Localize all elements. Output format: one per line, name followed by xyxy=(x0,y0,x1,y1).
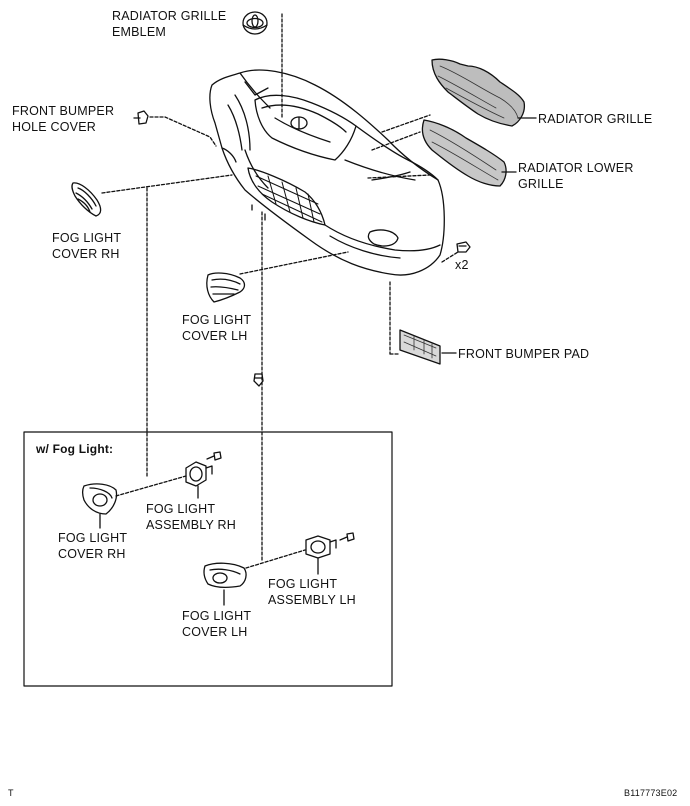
fog-light-cover-lh-top-part xyxy=(206,272,246,303)
label-line: FOG LIGHT xyxy=(268,577,338,591)
inset-title: w/ Fog Light: xyxy=(36,441,113,457)
radiator-lower-grille-label: RADIATOR LOWER GRILLE xyxy=(518,160,634,192)
radiator-lower-grille-part xyxy=(421,119,507,187)
radiator-grille-label: RADIATOR GRILLE xyxy=(538,111,652,127)
label-line: EMBLEM xyxy=(112,25,166,39)
label-line: x2 xyxy=(455,258,469,272)
fog-light-assembly-lh-part xyxy=(305,535,337,559)
label-line: ASSEMBLY LH xyxy=(268,593,356,607)
front-bumper-pad-label: FRONT BUMPER PAD xyxy=(458,346,589,362)
radiator-grille-leader-a xyxy=(381,114,431,133)
label-line: HOLE COVER xyxy=(12,120,96,134)
front-bumper-pad-part xyxy=(399,329,441,365)
label-line: GRILLE xyxy=(518,177,564,191)
front-bumper-hole-cover-part xyxy=(133,110,149,125)
fog-light-screw-lh xyxy=(339,532,355,542)
label-line: RADIATOR LOWER xyxy=(518,161,634,175)
label-line: COVER RH xyxy=(58,547,126,561)
label-line: RADIATOR GRILLE xyxy=(112,9,227,23)
clip-quantity-label: x2 xyxy=(455,257,469,273)
clip-leader xyxy=(441,251,459,263)
hole-cover-leader-line xyxy=(149,116,217,147)
radiator-grille-leader-b xyxy=(371,131,421,151)
fog-light-inset-box xyxy=(23,431,393,687)
label-line: T xyxy=(8,788,14,798)
fog-light-cover-rh-top-part xyxy=(71,182,102,217)
label-line: FOG LIGHT xyxy=(52,231,122,245)
fog-light-assembly-rh-part xyxy=(185,461,213,487)
fog-light-cover-lh-label: FOG LIGHT COVER LH xyxy=(182,312,251,344)
label-line: FOG LIGHT xyxy=(182,313,252,327)
radiator-grille-part xyxy=(431,58,526,127)
fog-cover-rh-leader xyxy=(101,174,233,194)
front-bumper-part xyxy=(209,69,445,276)
radiator-grille-emblem-part xyxy=(242,11,268,35)
label-line: COVER LH xyxy=(182,329,248,343)
lower-grille-leader xyxy=(367,174,431,179)
front-bumper-hole-cover-label: FRONT BUMPER HOLE COVER xyxy=(12,103,114,135)
label-line: RADIATOR GRILLE xyxy=(538,112,653,126)
inset-lh-leader xyxy=(245,549,306,569)
label-line: B117773E02 xyxy=(624,788,678,798)
fog-light-assembly-lh-label: FOG LIGHT ASSEMBLY LH xyxy=(268,576,356,608)
label-line: w/ Fog Light: xyxy=(36,442,114,456)
label-line: ASSEMBLY RH xyxy=(146,518,236,532)
fog-light-assembly-rh-label: FOG LIGHT ASSEMBLY RH xyxy=(146,501,236,533)
corner-mark: T xyxy=(8,788,14,798)
fog-light-cover-lh-inset-label: FOG LIGHT COVER LH xyxy=(182,608,251,640)
fog-light-screw-rh xyxy=(206,451,222,461)
label-line: FOG LIGHT xyxy=(58,531,128,545)
label-line: COVER RH xyxy=(52,247,120,261)
fog-light-cover-lh-inset-part xyxy=(203,562,247,588)
inset-rh-leader xyxy=(115,475,187,497)
fog-light-cover-rh-inset-label: FOG LIGHT COVER RH xyxy=(58,530,127,562)
fog-light-cover-rh-label: FOG LIGHT COVER RH xyxy=(52,230,121,262)
label-line: FOG LIGHT xyxy=(182,609,252,623)
push-clip-part xyxy=(253,373,264,387)
label-line: FRONT BUMPER PAD xyxy=(458,347,590,361)
figure-id: B117773E02 xyxy=(624,788,677,798)
fog-cover-lh-leader xyxy=(239,251,349,275)
label-line: FOG LIGHT xyxy=(146,502,216,516)
fog-light-cover-rh-inset-part xyxy=(81,483,118,515)
label-line: COVER LH xyxy=(182,625,248,639)
radiator-grille-emblem-label: RADIATOR GRILLE EMBLEM xyxy=(112,8,226,40)
clip-part xyxy=(456,241,471,253)
label-line: FRONT BUMPER xyxy=(12,104,115,118)
